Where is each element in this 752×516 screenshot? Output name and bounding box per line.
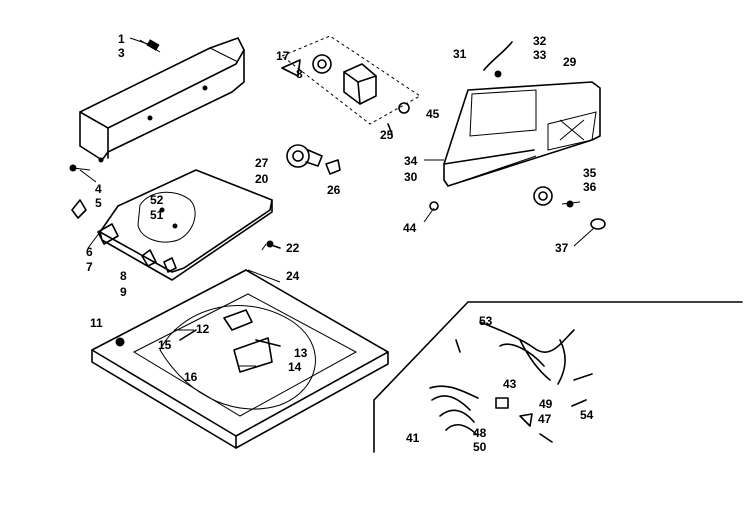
callout-4: 4 [95, 182, 102, 196]
callout-16: 16 [184, 370, 198, 384]
callout-13: 13 [294, 346, 308, 360]
harness-41 [429, 385, 479, 435]
callout-37: 37 [555, 241, 569, 255]
callout-11: 11 [90, 316, 103, 330]
callout-33: 33 [533, 48, 547, 62]
screw-1 [139, 39, 161, 53]
callout-48: 48 [473, 426, 487, 440]
callout-25: 25 [380, 128, 394, 142]
pump-assembly [286, 144, 341, 175]
timer-bracket [281, 35, 421, 135]
cabinet-top [91, 269, 389, 449]
callout-12: 12 [196, 322, 210, 336]
callout-54: 54 [580, 408, 594, 422]
callout-26: 26 [327, 183, 341, 197]
callout-34: 34 [404, 154, 418, 168]
console-back-panel [79, 37, 245, 163]
callout-41: 41 [406, 431, 420, 445]
wiring-harness-box [373, 301, 743, 453]
callout-35: 35 [583, 166, 597, 180]
leader-lines [79, 37, 595, 367]
callout-31: 31 [453, 47, 467, 61]
harness-53 [455, 321, 575, 385]
callout-14: 14 [288, 360, 302, 374]
callout-17: 17 [276, 49, 290, 63]
callout-51: 51 [150, 208, 164, 222]
control-panel [443, 81, 601, 187]
callout-22: 22 [286, 241, 300, 255]
callout-30: 30 [404, 170, 418, 184]
callout-47: 47 [538, 412, 552, 426]
callout-50: 50 [473, 440, 487, 454]
callout-27: 27 [255, 156, 269, 170]
callout-6: 6 [86, 245, 93, 259]
small-parts-47-50 [495, 373, 593, 443]
callout-labels: 1 3 4 5 6 7 8 9 11 12 13 14 15 16 17 8 2… [86, 32, 597, 454]
top-cover [99, 169, 273, 281]
callout-8: 8 [120, 269, 127, 283]
callout-32: 32 [533, 34, 547, 48]
callout-1: 1 [118, 32, 125, 46]
callout-44: 44 [403, 221, 417, 235]
callout-53: 53 [479, 314, 493, 328]
lid-hinge-parts [69, 164, 177, 273]
callout-9: 9 [120, 285, 127, 299]
callout-43: 43 [503, 377, 517, 391]
callout-15: 15 [158, 338, 172, 352]
bolt-22 [266, 240, 281, 249]
control-knobs [429, 186, 606, 230]
callout-8b: 8 [296, 67, 303, 81]
callout-24: 24 [286, 269, 300, 283]
callout-20: 20 [255, 172, 269, 186]
callout-36: 36 [583, 180, 597, 194]
callout-49: 49 [539, 397, 553, 411]
callout-3: 3 [118, 46, 125, 60]
cord-31-32 [483, 41, 513, 78]
callout-52: 52 [150, 193, 164, 207]
callout-5: 5 [95, 196, 102, 210]
callout-45: 45 [426, 107, 440, 121]
callout-7: 7 [86, 260, 93, 274]
callout-29: 29 [563, 55, 577, 69]
